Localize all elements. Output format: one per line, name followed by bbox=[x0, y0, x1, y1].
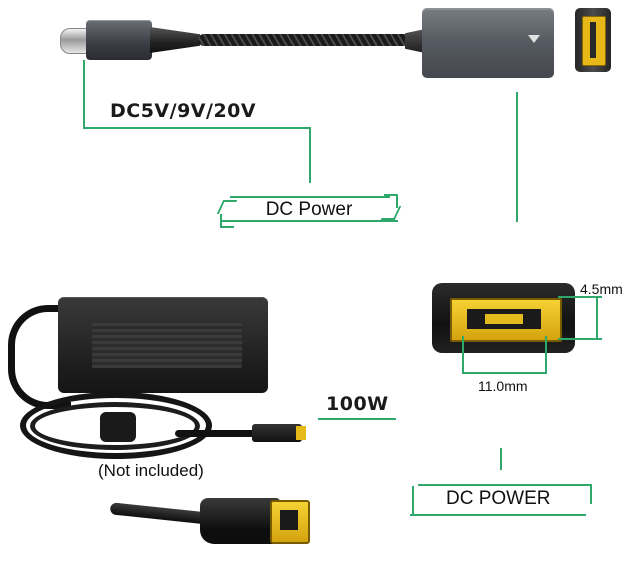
brick-output-plug bbox=[252, 424, 302, 442]
dim-height-top-line bbox=[558, 296, 602, 298]
dc-power-bottom-underline bbox=[410, 514, 586, 516]
bottom-plug-slot bbox=[280, 510, 298, 530]
dc-power-bottom-left bbox=[412, 486, 414, 514]
usb-c-strain-relief bbox=[150, 27, 200, 53]
dc-power-bottom-right bbox=[590, 484, 592, 504]
dim-width-left-tick bbox=[462, 336, 464, 374]
callout-line-usbc-vertical bbox=[83, 60, 85, 128]
dim-width-label: 11.0mm bbox=[478, 378, 528, 394]
not-included-label: (Not included) bbox=[98, 461, 204, 480]
square-socket-slot bbox=[590, 22, 596, 58]
dim-width-right-tick bbox=[545, 336, 547, 374]
brick-output-tip bbox=[296, 426, 306, 440]
wattage-label: 100W bbox=[326, 393, 389, 415]
callout-line-usbc-drop bbox=[309, 127, 311, 183]
dim-height-bottom-line bbox=[558, 338, 602, 340]
callout-line-adapter-vertical bbox=[516, 92, 518, 222]
dc-power-top-overline bbox=[230, 196, 390, 198]
braided-cable bbox=[198, 34, 410, 46]
cable-coil-inner bbox=[30, 402, 200, 450]
adapter-housing bbox=[422, 8, 554, 78]
wattage-underline bbox=[318, 418, 396, 420]
dc-power-bottom-label: DC POWER bbox=[446, 488, 551, 509]
cable-coil-outer bbox=[20, 392, 212, 459]
bottom-plug-housing bbox=[200, 498, 280, 544]
input-voltage-label: DC5V/9V/20V bbox=[110, 100, 257, 122]
adapter-arrow-icon bbox=[528, 35, 540, 43]
dim-height-vertical bbox=[596, 296, 598, 340]
ferrite-core bbox=[100, 412, 136, 442]
dc-power-top-label: DC Power bbox=[265, 199, 353, 220]
usb-c-plug-housing bbox=[86, 20, 152, 60]
dc-power-bottom-overline bbox=[418, 484, 592, 486]
dim-height-label: 4.5mm bbox=[580, 281, 623, 297]
dim-width-line bbox=[462, 372, 547, 374]
power-adapter-label bbox=[92, 322, 242, 368]
callout-line-bottom-vertical bbox=[500, 448, 502, 470]
dc-power-top-underline bbox=[220, 220, 398, 222]
callout-line-usbc-horizontal bbox=[83, 127, 311, 129]
square-tip-pin bbox=[485, 314, 523, 324]
brick-output-cable bbox=[175, 430, 255, 437]
